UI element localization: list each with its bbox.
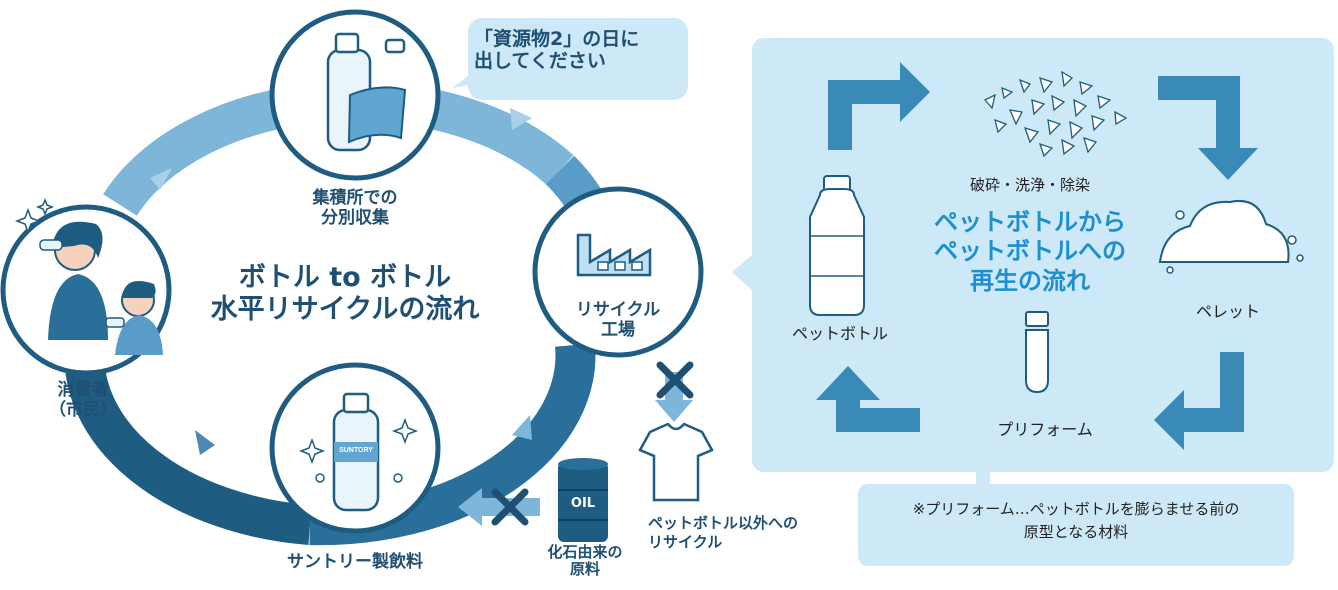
step-bottle-label: ペットボトル	[791, 324, 888, 343]
fossil-label: 化石由来の 原料	[525, 544, 645, 577]
product-label: サントリー製飲料	[287, 552, 423, 572]
step-preform-label: プリフォーム	[997, 420, 1093, 439]
bottle-product-icon	[298, 392, 419, 512]
note-line1: ※プリフォーム…ペットボトルを膨らませる前の	[912, 500, 1240, 518]
note-line2: 原型となる材料	[1023, 523, 1129, 542]
note-text: ※プリフォーム…ペットボトルを膨らませる前の 原型となる材料	[862, 498, 1290, 545]
consumer-label: 消費者 （市民）	[28, 380, 138, 420]
callout-line2: 出してください	[474, 50, 606, 73]
note-box	[858, 450, 1294, 566]
oil-text: OIL	[570, 496, 596, 511]
blocked-arrow-left	[458, 488, 540, 526]
pet-bottle-icon	[809, 175, 865, 316]
factory-label-line1: リサイクル	[575, 300, 661, 320]
other-recycle-line2: リサイクル	[648, 532, 723, 551]
collection-label: 集積所での 分別収集	[280, 188, 430, 228]
tshirt-icon	[638, 422, 714, 502]
flow-arrow	[510, 108, 532, 130]
crushed-bottle-icon	[326, 32, 407, 152]
consumer-label-line2: （市民）	[49, 400, 117, 421]
step-crush-label: 破砕・洗浄・除染	[969, 176, 1090, 194]
collection-label-line2: 分別収集	[321, 208, 389, 229]
flow-arrow	[512, 415, 532, 440]
panel-title-line3: 再生の流れ	[970, 266, 1090, 295]
pellet-pile-icon	[1158, 200, 1304, 274]
cycle-title-line1: ボトル to ボトル	[238, 262, 452, 293]
fossil-label-line2: 原料	[569, 559, 600, 578]
cycle-arrows-right	[816, 62, 1258, 450]
collection-label-line1: 集積所での	[312, 188, 398, 208]
cycle-title-line2: 水平リサイクルの流れ	[210, 293, 480, 325]
callout-text: 「資源物2」の日に 出してください	[474, 28, 684, 73]
panel-title: ペットボトルから ペットボトルへの 再生の流れ	[905, 208, 1155, 296]
flow-arrow	[195, 430, 215, 455]
fossil-label-line1: 化石由来の	[547, 543, 623, 561]
panel-title-line1: ペットボトルから	[934, 208, 1126, 236]
callout-line1: 「資源物2」の日に	[474, 28, 640, 50]
preform-icon	[1025, 311, 1049, 394]
blocked-arrow-down	[655, 361, 694, 422]
panel-title-line2: ペットボトルへの	[934, 237, 1126, 266]
arrow-right-down	[1158, 76, 1258, 180]
sparkle-icon	[14, 197, 55, 235]
callout-bubble	[452, 18, 688, 100]
bottle-brand-text: SUNTORY	[339, 447, 373, 454]
arrow-down-left	[1154, 352, 1244, 450]
crushed-flakes-icon	[983, 70, 1128, 158]
consumer-people-icon	[39, 221, 163, 355]
other-recycle-label: ペットボトル以外への リサイクル	[648, 514, 828, 552]
arrow-left-up	[816, 366, 920, 432]
factory-label-line2: 工場	[601, 320, 635, 341]
step-pellet-label: ペレット	[1195, 302, 1260, 321]
other-recycle-line1: ペットボトル以外への	[648, 514, 799, 532]
consumer-label-line1: 消費者	[57, 380, 109, 400]
cycle-title: ボトル to ボトル 水平リサイクルの流れ	[200, 262, 490, 326]
right-panel	[732, 38, 1334, 472]
flow-arrow	[150, 168, 172, 190]
arrow-up-right	[828, 62, 930, 150]
factory-label: リサイクル 工場	[558, 300, 678, 340]
factory-icon	[576, 233, 652, 277]
oil-barrel-icon	[558, 458, 608, 542]
